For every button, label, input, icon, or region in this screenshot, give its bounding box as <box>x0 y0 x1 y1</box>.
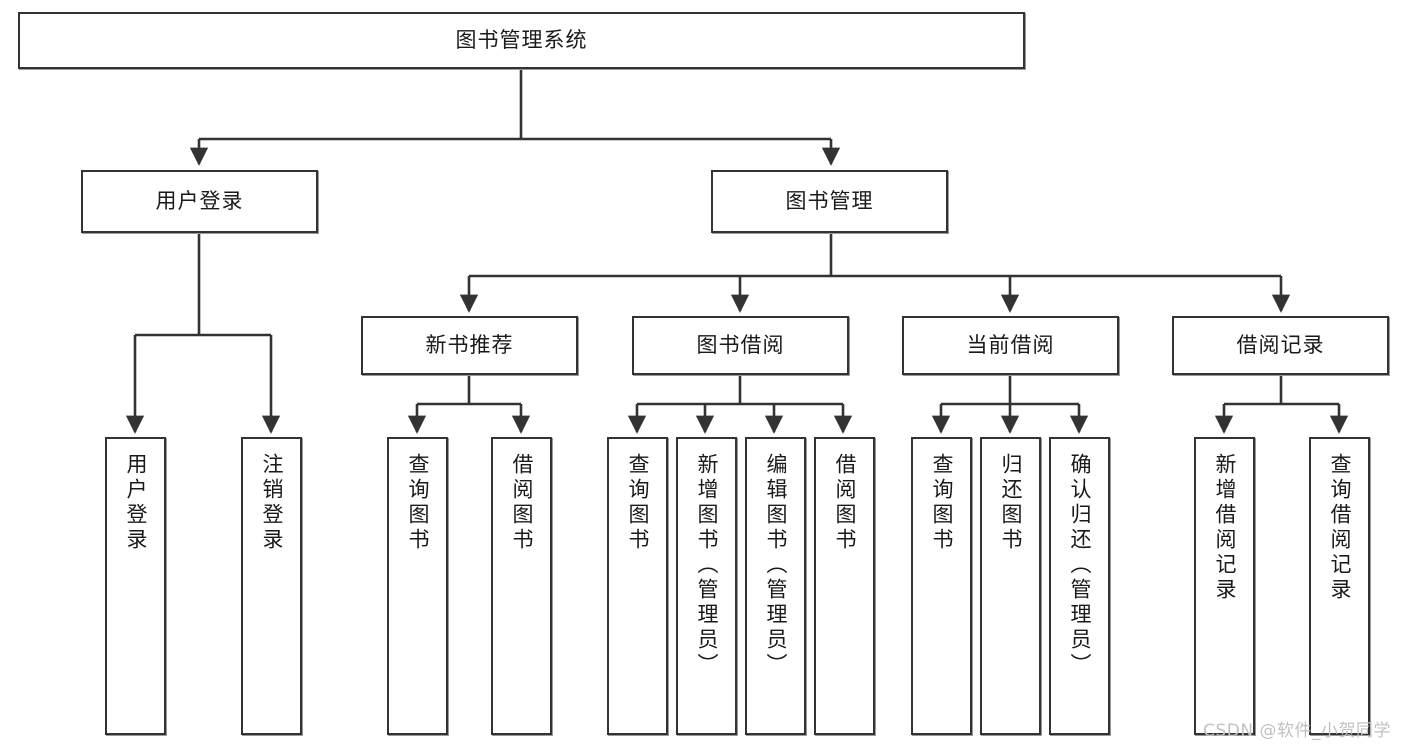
node-label: 查询图书 <box>930 453 954 553</box>
leaf-current-borrow-return-book[interactable]: 归还图书 <box>980 437 1041 735</box>
node-label: 查询图书 <box>406 453 430 553</box>
node-current-borrow[interactable]: 当前借阅 <box>902 316 1119 375</box>
node-book-management[interactable]: 图书管理 <box>711 170 948 233</box>
leaf-book-borrow-edit-book-admin[interactable]: 编辑图书（管理员） <box>745 437 806 735</box>
node-label: 图书管理 <box>785 188 874 213</box>
node-new-book-recommend[interactable]: 新书推荐 <box>361 316 578 375</box>
leaf-book-borrow-query-book[interactable]: 查询图书 <box>607 437 668 735</box>
node-label: 借阅图书 <box>510 453 534 553</box>
leaf-borrow-record-add-record[interactable]: 新增借阅记录 <box>1194 437 1255 735</box>
leaf-current-borrow-query-book[interactable]: 查询图书 <box>911 437 972 735</box>
node-label: 确认归还（管理员） <box>1068 453 1092 678</box>
node-label: 归还图书 <box>999 453 1023 553</box>
node-label: 图书借阅 <box>696 332 785 357</box>
node-label: 借阅图书 <box>833 453 857 553</box>
node-label: 查询图书 <box>626 453 650 553</box>
node-borrow-record[interactable]: 借阅记录 <box>1172 316 1389 375</box>
node-label: 新增借阅记录 <box>1213 453 1237 603</box>
node-label: 新书推荐 <box>425 332 514 357</box>
node-label: 用户登录 <box>124 453 148 553</box>
watermark-text: CSDN @软件_小贺同学 <box>1203 721 1391 741</box>
leaf-book-borrow-borrow-book[interactable]: 借阅图书 <box>814 437 875 735</box>
node-user-login[interactable]: 用户登录 <box>81 170 318 233</box>
node-label: 用户登录 <box>155 188 244 213</box>
leaf-current-borrow-confirm-return-admin[interactable]: 确认归还（管理员） <box>1049 437 1110 735</box>
leaf-borrow-record-query-record[interactable]: 查询借阅记录 <box>1309 437 1370 735</box>
node-label: 注销登录 <box>260 453 284 553</box>
leaf-new-book-borrow-book[interactable]: 借阅图书 <box>491 437 552 735</box>
leaf-user-login-login[interactable]: 用户登录 <box>105 437 166 735</box>
node-label: 借阅记录 <box>1236 332 1325 357</box>
node-label: 编辑图书（管理员） <box>764 453 788 678</box>
node-root-book-management-system[interactable]: 图书管理系统 <box>18 12 1025 69</box>
leaf-book-borrow-add-book-admin[interactable]: 新增图书（管理员） <box>676 437 737 735</box>
node-label: 当前借阅 <box>966 332 1055 357</box>
node-book-borrow[interactable]: 图书借阅 <box>632 316 849 375</box>
node-label: 新增图书（管理员） <box>695 453 719 678</box>
node-label: 查询借阅记录 <box>1328 453 1352 603</box>
node-label: 图书管理系统 <box>455 27 588 52</box>
leaf-user-login-logout[interactable]: 注销登录 <box>241 437 302 735</box>
leaf-new-book-query-book[interactable]: 查询图书 <box>387 437 448 735</box>
